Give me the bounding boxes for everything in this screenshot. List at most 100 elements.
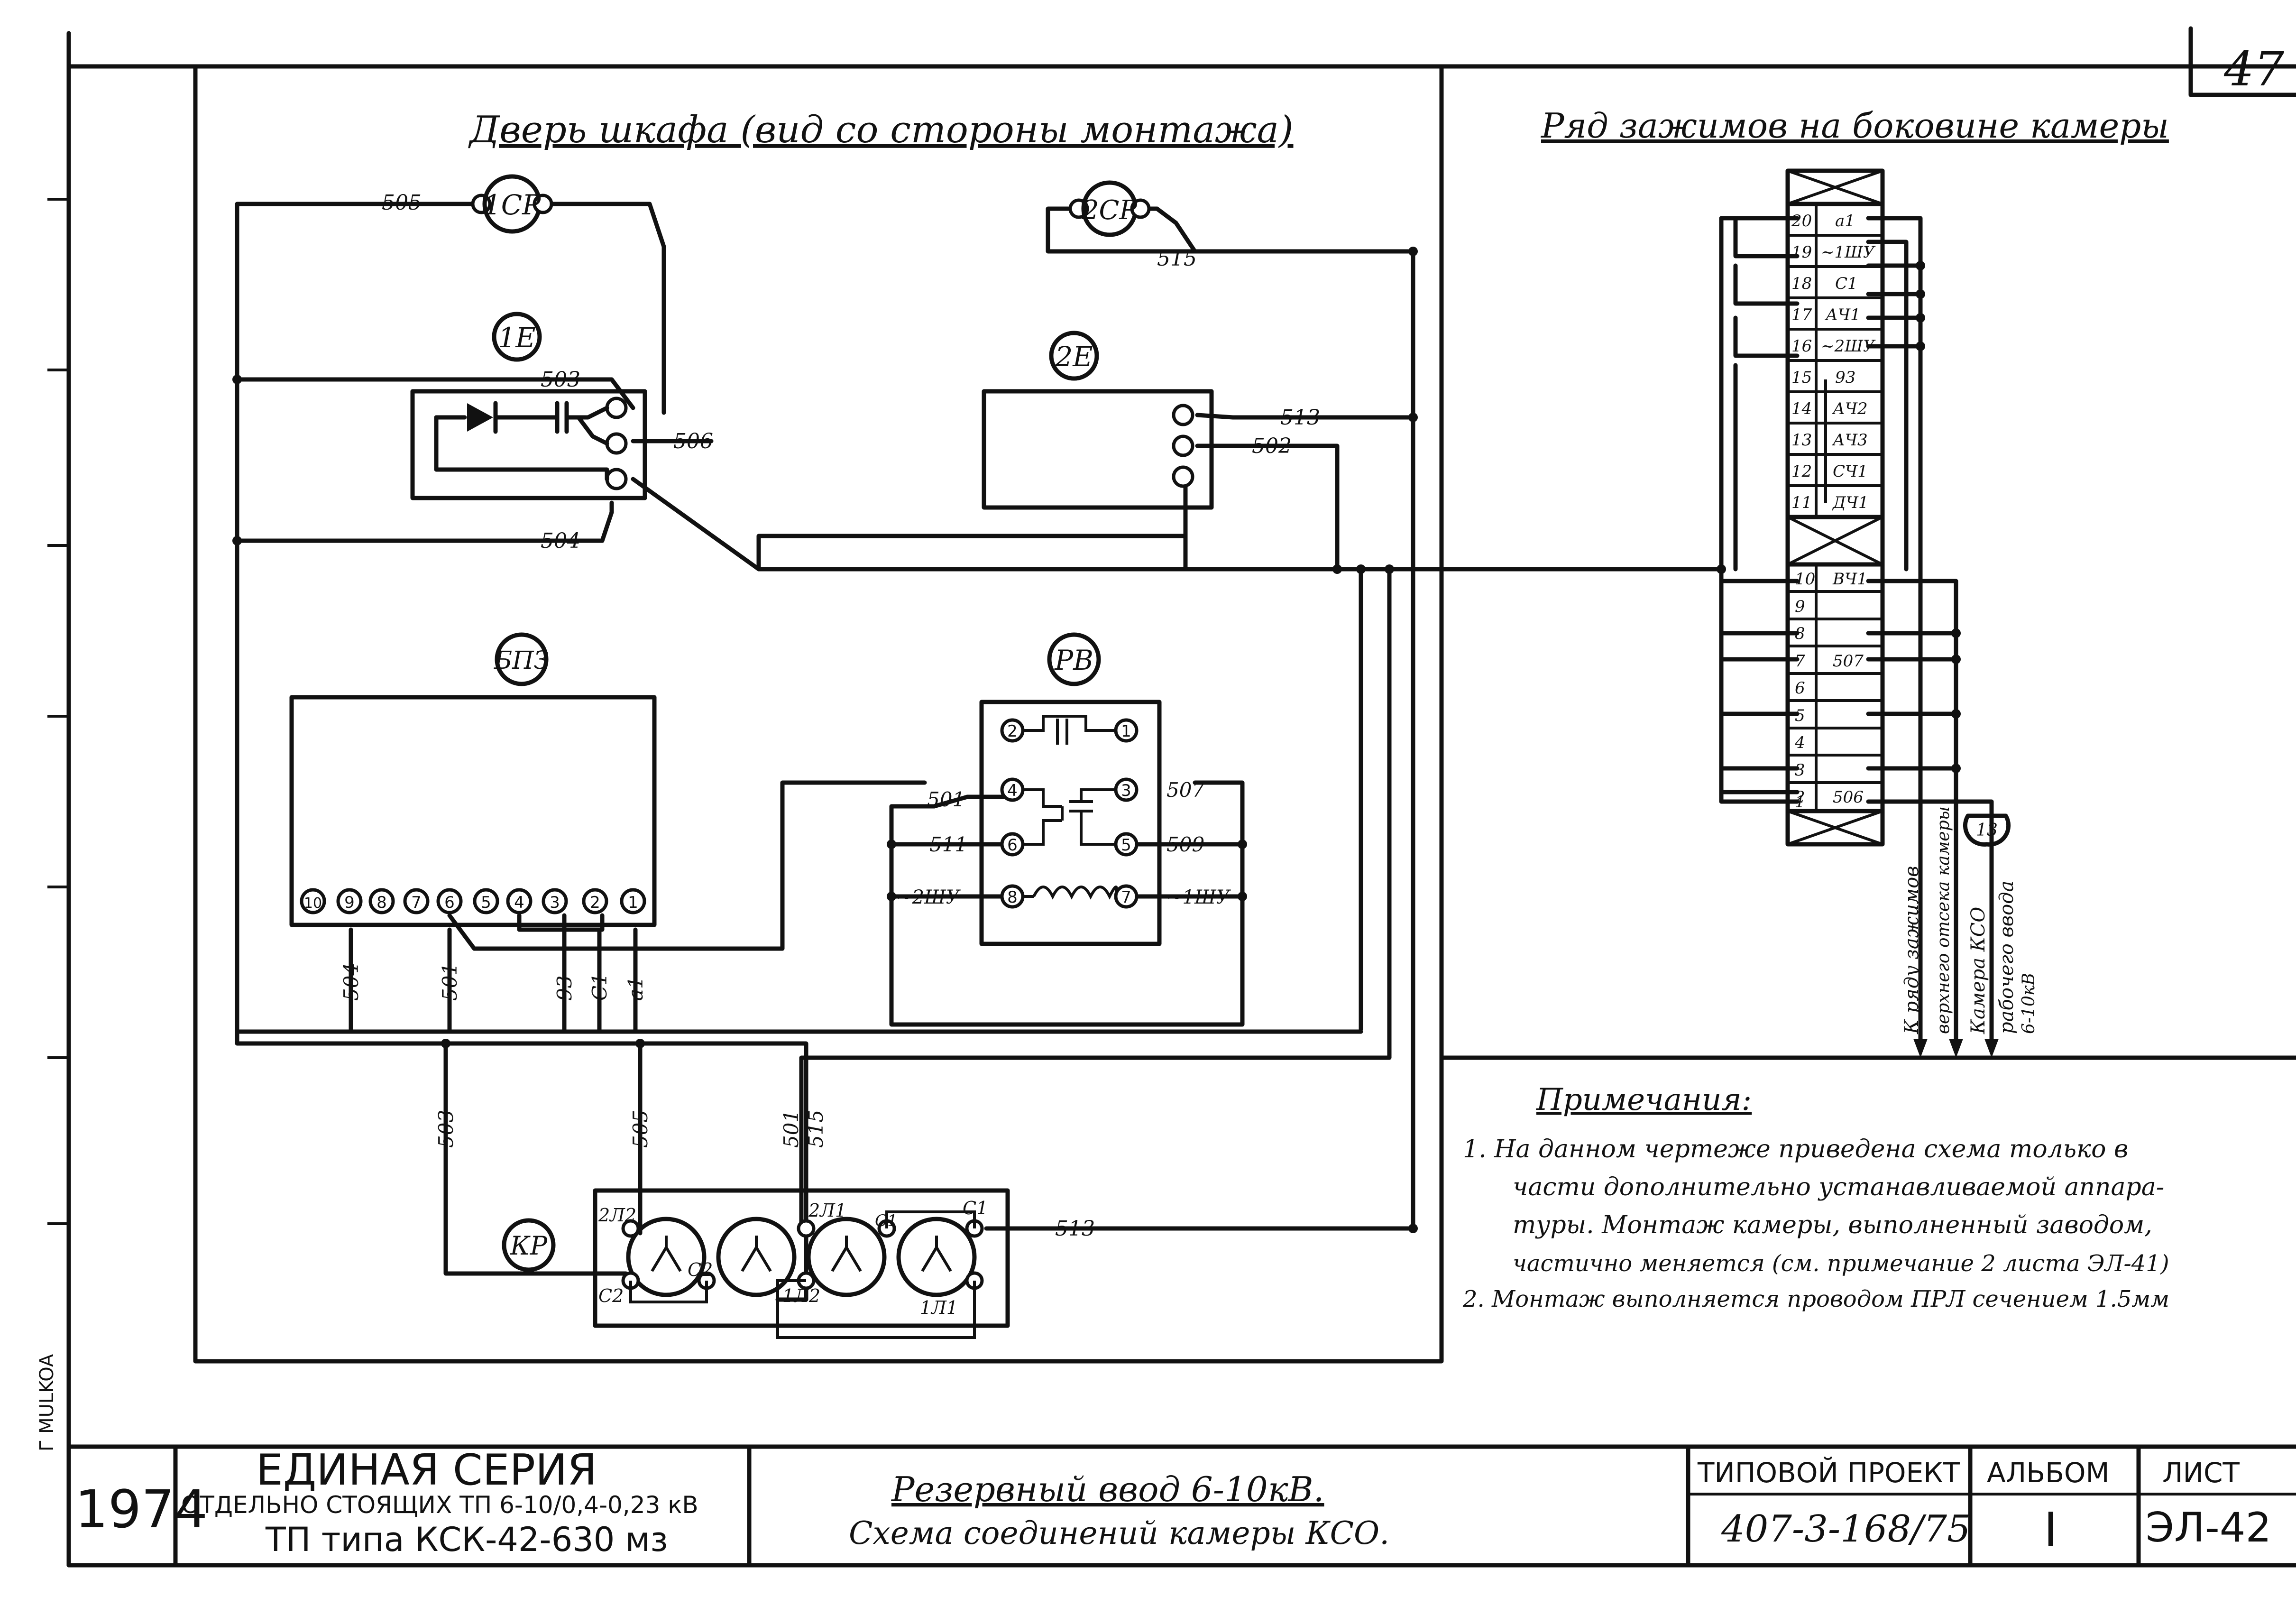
kp-label: С1 xyxy=(875,1211,898,1230)
bpz-terminal: 7 xyxy=(411,893,422,912)
terminal-num: 9 xyxy=(1795,597,1805,616)
title-subject-1: Резервный ввод 6-10кВ. xyxy=(891,1469,1324,1509)
terminal-num: 3 xyxy=(1795,761,1805,780)
note-line: 2. Монтаж выполняется проводом ПРЛ сечен… xyxy=(1462,1286,2169,1312)
junction-dots xyxy=(232,247,1961,1233)
terminal-mark: АЧ1 xyxy=(1825,305,1861,324)
device-kp-label: КР xyxy=(510,1231,548,1261)
wire-label: 504 xyxy=(340,963,363,1001)
device-2sr-label: 2СР xyxy=(1082,195,1138,226)
wire-labels: 505 515 503 506 504 513 502 501 511 ~2ШУ… xyxy=(340,191,1320,1241)
rv-terminal: 7 xyxy=(1121,888,1131,907)
terminal-num: 12 xyxy=(1791,462,1812,481)
bpz-terminal: 4 xyxy=(514,893,524,912)
terminal-num: 17 xyxy=(1791,305,1812,324)
title-subject-2: Схема соединений камеры КСО. xyxy=(849,1515,1389,1551)
terminal-mark: ВЧ1 xyxy=(1832,570,1867,589)
terminal-num: 15 xyxy=(1791,368,1812,387)
kp-label: 1Л2 xyxy=(782,1285,820,1306)
terminal-mark: АЧ3 xyxy=(1832,431,1868,450)
wire-label: 503 xyxy=(434,1110,458,1148)
wire-label: 505 xyxy=(382,191,422,215)
terminal-num: 11 xyxy=(1791,493,1812,512)
terminal-mark: 506 xyxy=(1833,788,1864,807)
title-series-3: ТП типа КСК-42-630 мз xyxy=(265,1520,668,1559)
terminal-mark: а1 xyxy=(1835,212,1855,231)
wire-label: ~1ШУ xyxy=(1166,886,1231,908)
bpz-terminal: 5 xyxy=(481,893,491,912)
terminal-num: 13 xyxy=(1791,431,1812,450)
device-bpz-label: БПЗ xyxy=(494,646,549,675)
sheet-number: 47 xyxy=(2223,41,2285,97)
rv-terminal: 3 xyxy=(1121,781,1131,800)
terminal-marker: 13 xyxy=(1976,821,1998,840)
kp-label: 2Л2 xyxy=(598,1205,636,1226)
terminal-mark: СЧ1 xyxy=(1833,462,1868,481)
device-2e: 2Е xyxy=(982,331,1214,510)
terminal-mark: 507 xyxy=(1833,652,1864,671)
sheet-number-box: 47 xyxy=(2188,26,2296,97)
terminal-num: 6 xyxy=(1795,679,1805,698)
kp-label: 1Л1 xyxy=(920,1297,958,1318)
device-rv-label: РВ xyxy=(1054,644,1093,676)
cabinet-door-frame xyxy=(193,64,2296,1364)
dest-text: К ряду зажимов xyxy=(1901,866,1923,1034)
terminal-num: 18 xyxy=(1791,274,1812,293)
terminal-mark: АЧ2 xyxy=(1832,399,1868,418)
terminal-mark: ~1ШУ xyxy=(1821,243,1876,262)
wire-label: 513 xyxy=(1280,406,1320,430)
title-year: 1974 xyxy=(75,1479,208,1540)
terminal-num: 5 xyxy=(1795,706,1805,725)
bpz-terminal: 10 xyxy=(304,895,322,912)
rv-terminal: 4 xyxy=(1007,781,1018,800)
terminal-num: 14 xyxy=(1791,399,1812,418)
dest-text: Камера КСО xyxy=(1967,907,1989,1034)
sheet-value: ЭЛ-42 xyxy=(2146,1504,2271,1551)
terminal-num: 8 xyxy=(1795,624,1805,643)
title-block: 1974 ЕДИНАЯ СЕРИЯ ОТДЕЛЬНО СТОЯЩИХ ТП 6-… xyxy=(75,1444,2296,1568)
terminal-num: 16 xyxy=(1791,337,1812,356)
bpz-terminal: 8 xyxy=(377,893,387,912)
wire-label: 503 xyxy=(541,368,580,392)
wire-label: 501 xyxy=(438,963,461,1001)
terminal-block: 20 19 18 17 16 15 14 13 12 11 10 9 8 7 6… xyxy=(1785,168,2039,1058)
wire-label: 513 xyxy=(1055,1217,1095,1241)
rv-terminal: 5 xyxy=(1121,836,1131,855)
rv-terminal: 8 xyxy=(1007,888,1018,907)
terminal-mark: ДЧ1 xyxy=(1832,493,1869,512)
album-label: АЛЬБОМ xyxy=(1987,1457,2110,1489)
device-1sr: 1СР xyxy=(471,174,553,234)
margin-text: Г MULKOA xyxy=(36,1354,58,1451)
device-1sr-label: 1СР xyxy=(484,189,541,221)
bpz-terminals: 10 9 8 7 6 5 4 3 2 1 xyxy=(300,888,646,914)
device-1e: 1Е xyxy=(410,312,647,500)
terminal-num: 10 xyxy=(1795,570,1815,589)
wire-label: 505 xyxy=(629,1110,652,1148)
notes-title: Примечания: xyxy=(1536,1082,1752,1117)
terminal-num: 1 xyxy=(1795,793,1805,812)
wire-label: 501 xyxy=(780,1110,803,1148)
wire-label: 515 xyxy=(1157,247,1197,271)
terminal-row-marks: а1 ~1ШУ С1 АЧ1 ~2ШУ 93 АЧ2 АЧ3 СЧ1 ДЧ1 В… xyxy=(1821,212,1876,807)
title-series-2: ОТДЕЛЬНО СТОЯЩИХ ТП 6-10/0,4-0,23 кВ xyxy=(181,1491,698,1519)
wire-label: 515 xyxy=(804,1110,827,1148)
rv-terminal: 2 xyxy=(1007,722,1018,741)
kp-label: С2 xyxy=(688,1259,713,1280)
bpz-terminal: 1 xyxy=(628,893,638,912)
terminal-num: 20 xyxy=(1791,212,1812,231)
note-line: 1. На данном чертеже приведена схема тол… xyxy=(1463,1135,2128,1163)
project-value: 407-3-168/75 xyxy=(1721,1508,1971,1551)
note-line: туры. Монтаж камеры, выполненный заводом… xyxy=(1513,1211,2152,1239)
notes-section: Примечания: 1. На данном чертеже приведе… xyxy=(1462,1082,2169,1312)
device-2e-label: 2Е xyxy=(1055,341,1093,373)
title-series-1: ЕДИНАЯ СЕРИЯ xyxy=(256,1445,597,1495)
rv-terminal: 6 xyxy=(1007,836,1018,855)
kp-label: С2 xyxy=(598,1285,624,1306)
terminal-num: 19 xyxy=(1791,243,1812,262)
note-line: части дополнительно устанавливаемой аппа… xyxy=(1513,1173,2164,1201)
wire-label: 507 xyxy=(1166,778,1204,802)
wire-label: ~2ШУ xyxy=(896,886,961,908)
wiring-lines xyxy=(235,202,1994,1302)
dest-text: рабочего ввода xyxy=(1996,881,2018,1034)
bpz-terminal: 9 xyxy=(344,893,355,912)
